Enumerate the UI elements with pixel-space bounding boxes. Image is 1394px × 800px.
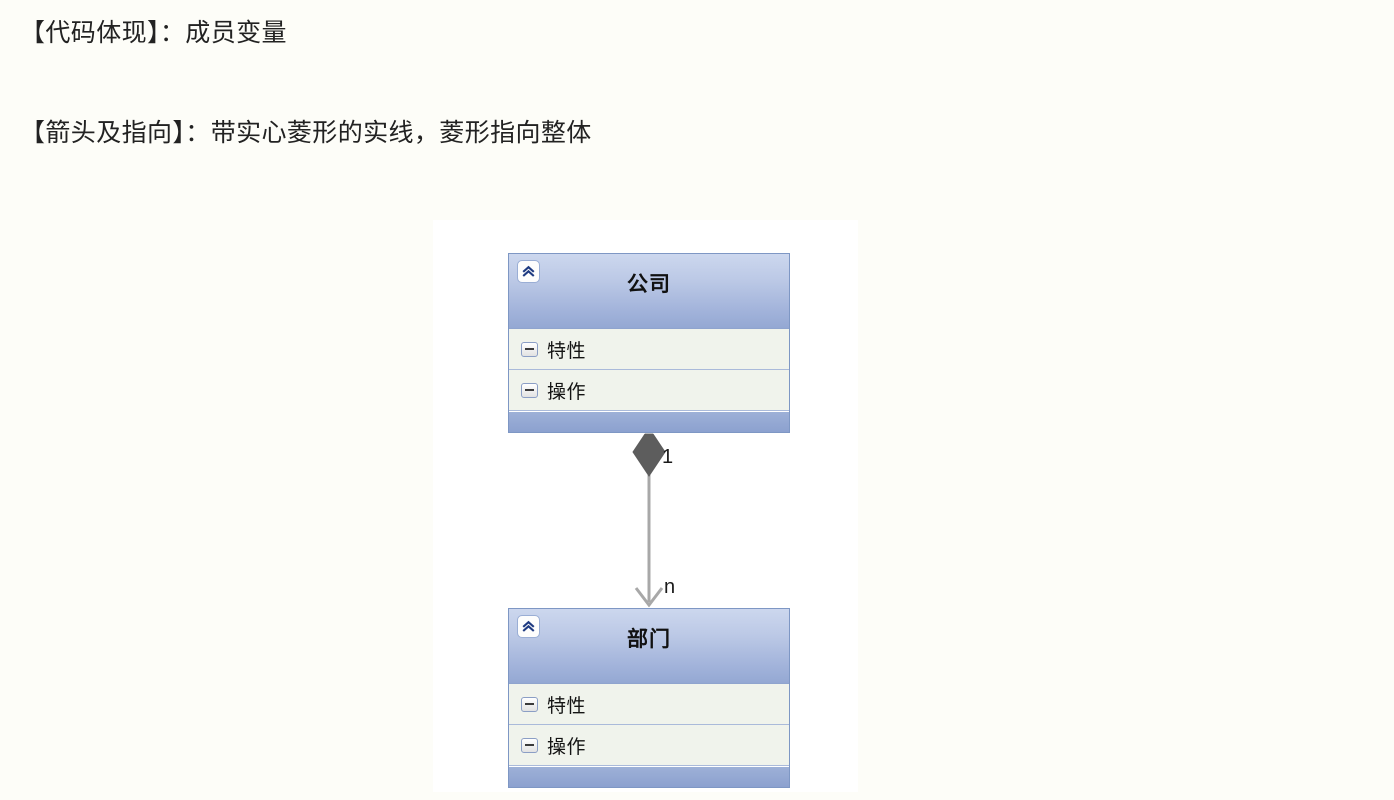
- uml-class-department[interactable]: 部门 特性 操作: [508, 608, 790, 788]
- uml-compartment-attributes-company[interactable]: 特性: [509, 329, 789, 370]
- uml-compartment-label: 操作: [547, 381, 587, 403]
- uml-compartment-label: 操作: [547, 736, 587, 758]
- uml-class-title-company: 公司: [627, 273, 671, 296]
- double-chevron-up-icon[interactable]: [517, 260, 540, 283]
- paragraph-code-representation: 【代码体现】：成员变量: [20, 19, 287, 47]
- paragraph-arrow-direction: 【箭头及指向】：带实心菱形的实线，菱形指向整体: [20, 119, 592, 147]
- multiplicity-target-label: n: [664, 576, 676, 598]
- uml-class-header-department: 部门: [509, 609, 789, 684]
- uml-compartment-attributes-department[interactable]: 特性: [509, 684, 789, 725]
- uml-class-title-department: 部门: [627, 628, 671, 651]
- minus-icon[interactable]: [521, 341, 538, 357]
- minus-icon[interactable]: [521, 696, 538, 712]
- uml-compartment-label: 特性: [547, 695, 587, 717]
- uml-diagram-canvas: 1 n 公司 特性 操作: [433, 220, 858, 792]
- minus-icon[interactable]: [521, 382, 538, 398]
- uml-compartment-label: 特性: [547, 340, 587, 362]
- uml-class-footer-department: [509, 766, 789, 787]
- uml-class-footer-company: [509, 411, 789, 432]
- uml-compartment-operations-department[interactable]: 操作: [509, 725, 789, 766]
- uml-class-header-company: 公司: [509, 254, 789, 329]
- uml-class-company[interactable]: 公司 特性 操作: [508, 253, 790, 433]
- double-chevron-up-icon[interactable]: [517, 615, 540, 638]
- multiplicity-source-label: 1: [662, 446, 674, 468]
- uml-compartment-operations-company[interactable]: 操作: [509, 370, 789, 411]
- minus-icon[interactable]: [521, 737, 538, 753]
